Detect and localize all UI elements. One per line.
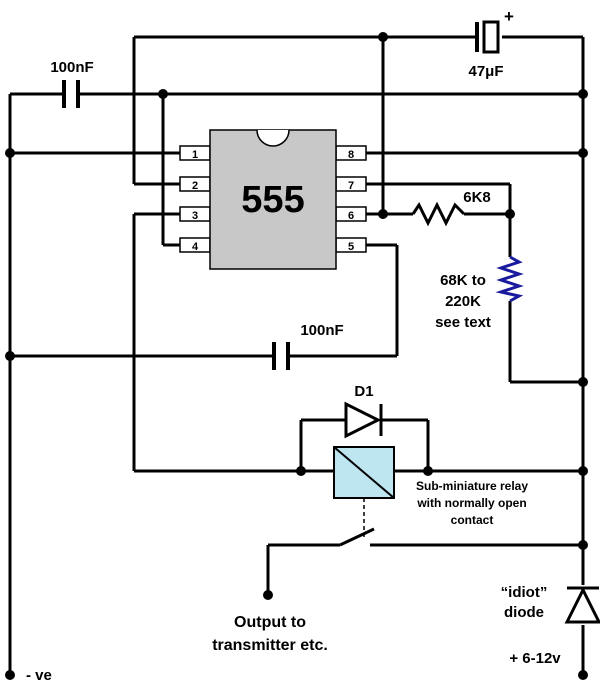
idiot-diode-symbol <box>564 586 600 624</box>
resistor-6k8-symbol <box>411 201 466 227</box>
capacitor-top-left-symbol <box>62 80 80 108</box>
ic-pin-6-label: 6 <box>348 210 354 222</box>
output-label-line2: transmitter etc. <box>212 637 328 654</box>
ic-pin-8-label: 8 <box>348 149 354 161</box>
ic-pin-boxes <box>179 145 367 253</box>
supply-positive-label: + 6-12v <box>509 650 561 667</box>
resistor-variable-label-line1: 68K to <box>440 272 486 289</box>
output-label-line1: Output to <box>234 614 306 631</box>
wiring <box>8 35 585 675</box>
ic-pin-5-label: 5 <box>348 241 354 253</box>
cap-electrolytic-label: 47μF <box>468 63 503 80</box>
ic-pin-4-label: 4 <box>192 241 199 253</box>
resistor-6k8-label: 6K8 <box>463 189 491 206</box>
supply-negative-label: - ve <box>26 667 52 684</box>
capacitor-bottom-symbol <box>272 342 290 370</box>
cap-bottom-label: 100nF <box>300 322 343 339</box>
diode-d1-label: D1 <box>354 383 373 400</box>
ic-555-body <box>209 129 337 270</box>
cap-top-left-label: 100nF <box>50 59 93 76</box>
relay-label-line1: Sub-miniature relay <box>416 479 528 493</box>
ic-pin-7-label: 7 <box>348 180 354 192</box>
junction-dots <box>5 32 588 680</box>
idiot-diode-label-line1: “idiot” <box>501 584 548 601</box>
relay-label-line2: with normally open <box>416 496 526 510</box>
idiot-diode-label-line2: diode <box>504 604 544 621</box>
ic-pin-1-label: 1 <box>192 149 198 161</box>
ic-555-label: 555 <box>241 179 304 221</box>
relay-coil-diagonal <box>333 446 395 499</box>
diode-d1-symbol <box>344 401 383 439</box>
resistor-variable-label-line3: see text <box>435 314 491 331</box>
cap-plus-label: + <box>504 7 514 26</box>
ic-pin-2-label: 2 <box>192 180 198 192</box>
relay-label-line3: contact <box>451 513 494 527</box>
resistor-variable-symbol <box>495 255 524 303</box>
ic-pin-3-label: 3 <box>192 210 198 222</box>
capacitor-electrolytic-symbol <box>475 20 500 54</box>
resistor-variable-label-line2: 220K <box>445 293 481 310</box>
